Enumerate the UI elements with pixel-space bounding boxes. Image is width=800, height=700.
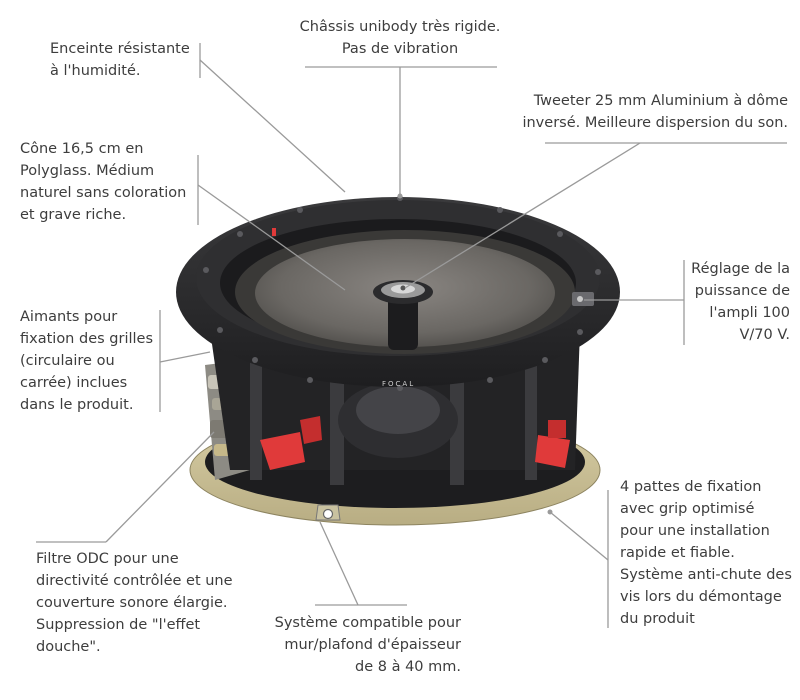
callout-tweeter: Tweeter 25 mm Aluminium à dôme inversé. … bbox=[522, 93, 788, 131]
power-selector-icon bbox=[572, 292, 594, 306]
callout-mounting: Système compatible pour mur/plafond d'ép… bbox=[274, 615, 461, 675]
leader-dots bbox=[397, 193, 553, 515]
brand-mark: FOCAL bbox=[382, 380, 415, 388]
callout-power: Réglage de la puissance de l'ampli 100 V… bbox=[691, 261, 790, 343]
callout-filter: Filtre ODC pour une directivité contrôlé… bbox=[36, 551, 233, 655]
callout-cone: Cône 16,5 cm en Polyglass. Médium nature… bbox=[20, 141, 187, 223]
mounting-clamp-icon bbox=[260, 416, 570, 470]
callout-magnets: Aimants pour fixation des grilles (circu… bbox=[20, 309, 153, 413]
frame-red-marker bbox=[272, 228, 276, 236]
mounting-tab-icon bbox=[315, 504, 341, 521]
tweeter-icon bbox=[373, 280, 433, 350]
callout-feet: 4 pattes de fixation avec grip optimisé … bbox=[620, 479, 792, 627]
leader-lines bbox=[36, 43, 787, 628]
callout-humidity: Enceinte résistante à l'humidité. bbox=[50, 41, 190, 79]
callout-chassis: Châssis unibody très rigide. Pas de vibr… bbox=[299, 19, 501, 57]
